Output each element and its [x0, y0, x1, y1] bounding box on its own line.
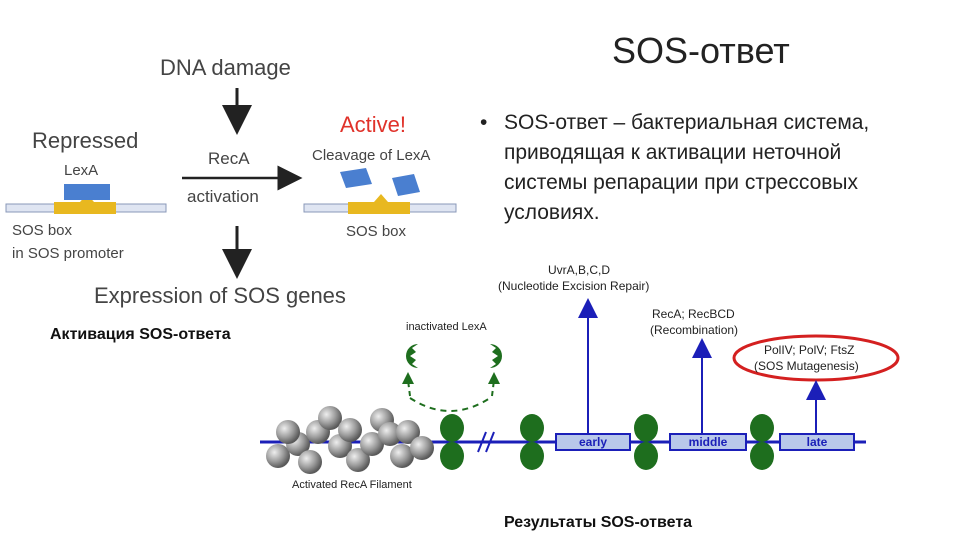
- bullet-dot: •: [480, 108, 487, 138]
- label-reca: RecA: [208, 149, 250, 168]
- label-recomb: (Recombination): [650, 323, 738, 337]
- label-sos-box-1: SOS box: [12, 222, 73, 239]
- inactivated-lexa-right: [490, 344, 502, 368]
- label-sos-box-right: SOS box: [346, 223, 407, 240]
- label-repressed: Repressed: [32, 128, 138, 153]
- label-early: early: [579, 435, 607, 449]
- label-uvr: UvrA,B,C,D: [548, 263, 610, 277]
- label-filament: Activated RecA Filament: [292, 479, 412, 491]
- label-activation: activation: [187, 187, 259, 206]
- arrowhead-right: [488, 372, 500, 384]
- arrowhead-left: [402, 372, 414, 384]
- label-cleavage: Cleavage of LexA: [312, 147, 430, 164]
- lexa-protein: [64, 184, 110, 200]
- label-dna-damage: DNA damage: [160, 55, 291, 80]
- dashed-curve: [410, 398, 490, 411]
- label-middle: middle: [689, 435, 728, 449]
- sos-box-left: [54, 202, 116, 214]
- label-late: late: [807, 435, 828, 449]
- sos-box-bump-right: [374, 194, 388, 202]
- label-pol: PolIV; PolV; FtsZ: [764, 343, 854, 357]
- bullet-paragraph: SOS-ответ – бактериальная система, приво…: [504, 108, 920, 228]
- lexa-fragment-2: [392, 174, 420, 196]
- label-mut: (SOS Mutagenesis): [754, 359, 859, 373]
- lexa-fragment-1: [340, 168, 372, 188]
- caption-activation: Активация SOS-ответа: [50, 326, 231, 344]
- label-ner: (Nucleotide Excision Repair): [498, 279, 649, 293]
- sos-results-diagram: UvrA,B,C,D (Nucleotide Excision Repair) …: [250, 256, 930, 500]
- caption-results: Результаты SOS-ответа: [504, 514, 692, 532]
- label-lexa: LexA: [64, 162, 98, 179]
- label-inactivated: inactivated LexA: [406, 321, 487, 333]
- sos-box-right: [348, 202, 410, 214]
- label-rec: RecA; RecBCD: [652, 307, 735, 321]
- slide-title: SOS-ответ: [612, 30, 790, 72]
- bullet-text: • SOS-ответ – бактериальная система, при…: [480, 108, 920, 228]
- label-active: Active!: [340, 112, 406, 137]
- label-sos-box-2: in SOS promoter: [12, 245, 124, 262]
- reca-filament: [266, 406, 434, 474]
- inactivated-lexa-left: [406, 344, 418, 368]
